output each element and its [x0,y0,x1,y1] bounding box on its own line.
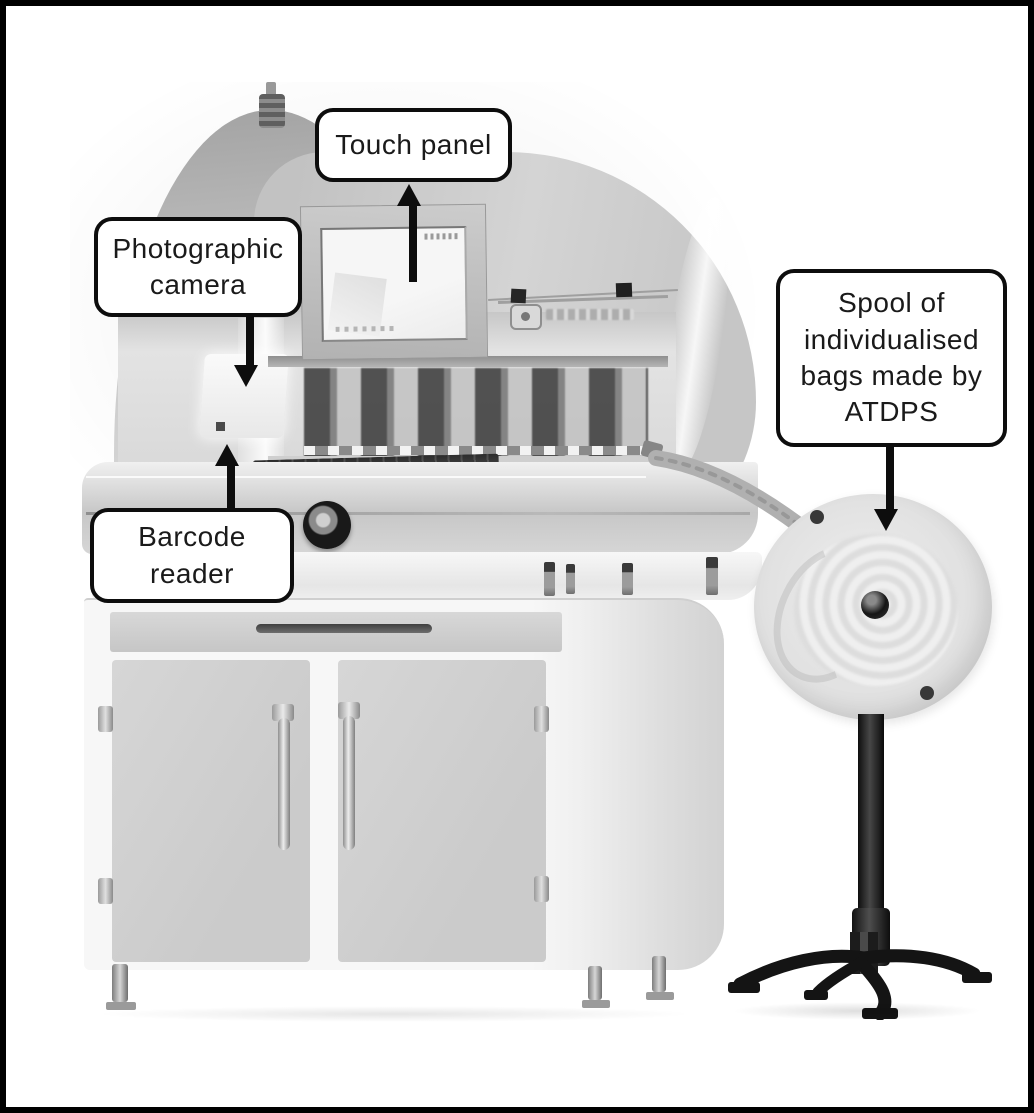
arrow-camera [234,365,258,387]
callout-touch-panel-text: Touch panel [335,128,492,160]
control-knob [303,501,351,549]
spool-hub [861,591,889,619]
door-handle-left [278,718,290,850]
panel-clip-right [615,282,633,298]
brand-logo [510,304,542,330]
door-handle-mount-right [338,702,360,719]
cabinet-foot [588,966,602,1000]
cabinet-floor-shadow [94,1006,694,1022]
front-band-groove [86,512,750,515]
machine-foot [622,563,633,595]
canister-rail [268,356,668,367]
brand-logo-text-blur [546,309,634,320]
stand-base [728,932,992,1020]
door-hinge [98,878,113,904]
machine-foot [706,557,718,595]
callout-barcode-reader-text: Barcode reader [138,521,246,589]
cabinet-foot [652,956,666,992]
arrow-shaft-touch-panel [409,202,417,282]
callout-barcode-reader: Barcode reader [90,508,294,603]
cabinet-foot-plate [106,1002,136,1010]
callout-photographic-camera: Photographic camera [94,217,302,317]
screen-status-text-blur [424,233,459,240]
callout-photographic-camera-text: Photographic camera [112,232,284,300]
hood-top-cap [259,94,285,128]
arrow-spool [874,509,898,531]
arrow-shaft-camera [246,317,254,367]
bag-feed-hose [648,450,816,540]
door-hinge [534,876,549,902]
cabinet-door-right [338,660,546,962]
cabinet-foot-plate [582,1000,610,1008]
drawer-handle [256,624,432,633]
machine-foot [544,562,555,596]
door-handle-right [343,716,355,850]
spool-bolt [920,686,934,700]
machine-foot [566,564,575,594]
callout-touch-panel: Touch panel [315,108,512,182]
hood-cap-stem [266,82,276,96]
door-hinge [534,706,549,732]
spool-bolt [810,510,824,524]
arrow-shaft-barcode-reader [227,464,235,510]
barcode-reader-sensor [216,422,225,431]
touch-panel-screen [320,225,468,343]
door-handle-mount-left [272,704,294,721]
arrow-shaft-spool [886,447,894,511]
door-hinge [98,706,113,732]
callout-spool-text: Spool of individualised bags made by ATD… [800,287,983,428]
front-band-highlight [86,476,646,478]
panel-clip-left [510,288,527,304]
screen-toolbar-blur [335,325,396,332]
cabinet-foot [112,964,128,1002]
canister-slot-row [304,446,648,455]
tablet-canisters [304,368,648,460]
callout-spool: Spool of individualised bags made by ATD… [776,269,1007,447]
cabinet-foot-plate [646,992,674,1000]
arrow-touch-panel [397,184,421,206]
touch-panel-bezel [299,203,489,361]
arrow-barcode-reader [215,444,239,466]
stand-floor-shadow [732,1002,982,1020]
